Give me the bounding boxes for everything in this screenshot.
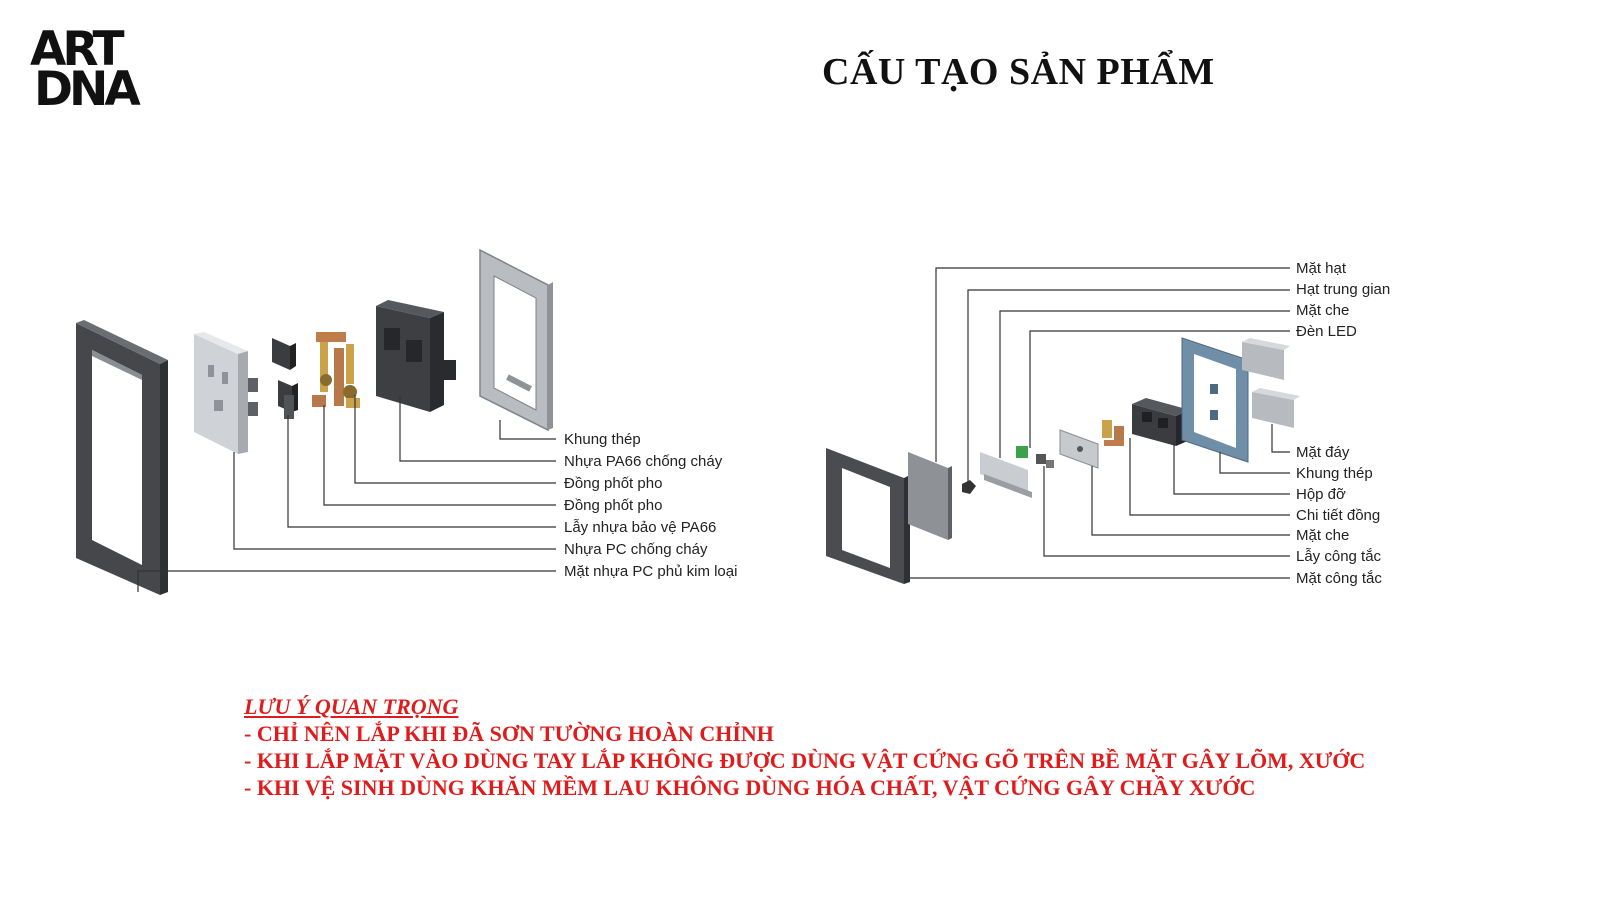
switch-bottom-covers	[1242, 338, 1300, 428]
switch-face-plate	[826, 448, 910, 584]
switch-label-switch-latch: Lẫy công tắc	[1296, 548, 1382, 565]
switch-copper-parts	[1102, 420, 1124, 446]
socket-labels: Khung thép Nhựa PA66 chống cháy Đồng phố…	[564, 431, 737, 580]
socket-label-phosphor-bronze-2: Đồng phốt pho	[564, 497, 662, 514]
important-notes: LƯU Ý QUAN TRỌNG - CHỈ NÊN LẮP KHI ĐÃ SƠ…	[244, 693, 1365, 801]
socket-label-pa66-shutter: Lẫy nhựa bảo vệ PA66	[564, 519, 716, 536]
socket-face-plate	[76, 320, 168, 595]
socket-label-phosphor-bronze-1: Đồng phốt pho	[564, 475, 662, 492]
switch-label-copper-parts: Chi tiết đồng	[1296, 507, 1380, 524]
socket-exploded-view: Khung thép Nhựa PA66 chống cháy Đồng phố…	[76, 248, 737, 595]
switch-mechanism	[962, 446, 1054, 498]
socket-phosphor-bronze-contacts	[312, 332, 360, 408]
socket-pa66-shutter	[272, 338, 298, 419]
switch-rocker-cap	[908, 452, 952, 540]
page-title: CẤU TẠO SẢN PHẨM	[822, 51, 1215, 93]
notes-heading: LƯU Ý QUAN TRỌNG	[244, 694, 459, 719]
switch-label-cover-top: Mặt che	[1296, 302, 1349, 319]
switch-label-rocker-cap: Mặt hạt	[1296, 260, 1347, 277]
switch-support-box	[1132, 398, 1190, 446]
socket-steel-frame	[479, 248, 553, 432]
socket-label-pa66-base: Nhựa PA66 chống cháy	[564, 453, 723, 470]
switch-label-cover-bottom: Mặt che	[1296, 527, 1349, 544]
socket-label-pc-body: Nhựa PC chống cháy	[564, 541, 708, 558]
socket-label-face-plate: Mặt nhựa PC phủ kim loại	[564, 563, 737, 580]
socket-pa66-base	[376, 300, 456, 412]
socket-leader-lines	[137, 395, 556, 592]
switch-leader-lines	[908, 267, 1290, 579]
switch-exploded-view: Mặt hạt Hạt trung gian Mặt che Đèn LED M…	[826, 260, 1390, 587]
switch-label-steel-frame: Khung thép	[1296, 465, 1373, 482]
socket-label-steel-frame: Khung thép	[564, 431, 641, 448]
socket-pc-body	[194, 332, 258, 454]
note-line-1: - CHỈ NÊN LẮP KHI ĐÃ SƠN TƯỜNG HOÀN CHỈN…	[244, 721, 774, 746]
artdna-logo: ART DNA	[30, 22, 141, 117]
switch-label-intermediate-rocker: Hạt trung gian	[1296, 281, 1390, 298]
switch-label-bottom-cover: Mặt đáy	[1296, 444, 1350, 461]
note-line-2: - KHI LẮP MẶT VÀO DÙNG TAY LẮP KHÔNG ĐƯỢ…	[244, 748, 1366, 773]
switch-labels: Mặt hạt Hạt trung gian Mặt che Đèn LED M…	[1296, 260, 1390, 587]
note-line-3: - KHI VỆ SINH DÙNG KHĂN MỀM LAU KHÔNG DÙ…	[244, 775, 1256, 800]
switch-cover-plate	[1059, 429, 1099, 469]
switch-label-face-plate: Mặt công tắc	[1296, 570, 1382, 587]
switch-label-led: Đèn LED	[1296, 323, 1357, 340]
switch-steel-frame	[1181, 337, 1249, 463]
logo-line-1: ART	[30, 22, 125, 77]
switch-label-support-box: Hộp đỡ	[1296, 486, 1346, 503]
logo-line-2: DNA	[34, 62, 141, 117]
